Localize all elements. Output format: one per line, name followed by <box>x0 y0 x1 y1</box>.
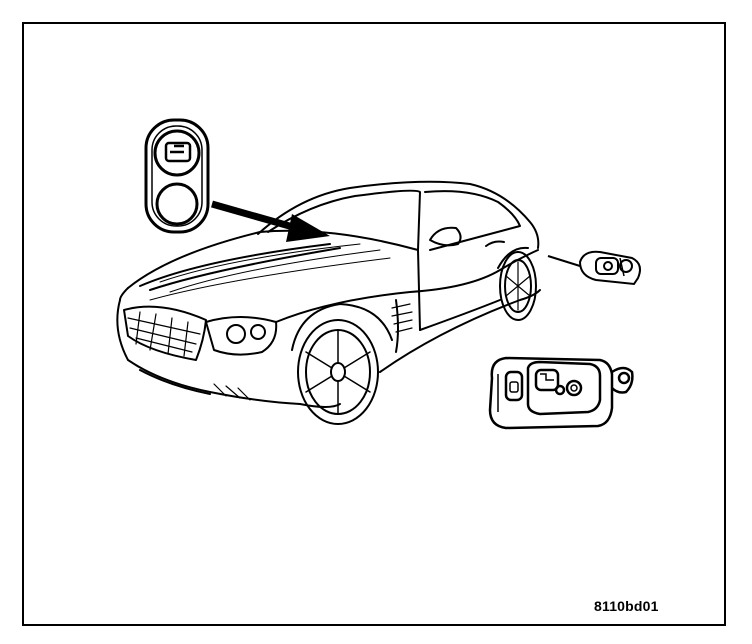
large-key-fob <box>488 356 634 430</box>
small-key-fob <box>547 250 641 286</box>
car-illustration <box>116 180 541 425</box>
trunk-release-icon <box>164 141 192 163</box>
figure-code: 8110bd01 <box>594 598 659 614</box>
pointer-arrow <box>211 200 330 242</box>
figure-frame <box>22 22 726 626</box>
dash-switch-inset <box>144 118 210 234</box>
